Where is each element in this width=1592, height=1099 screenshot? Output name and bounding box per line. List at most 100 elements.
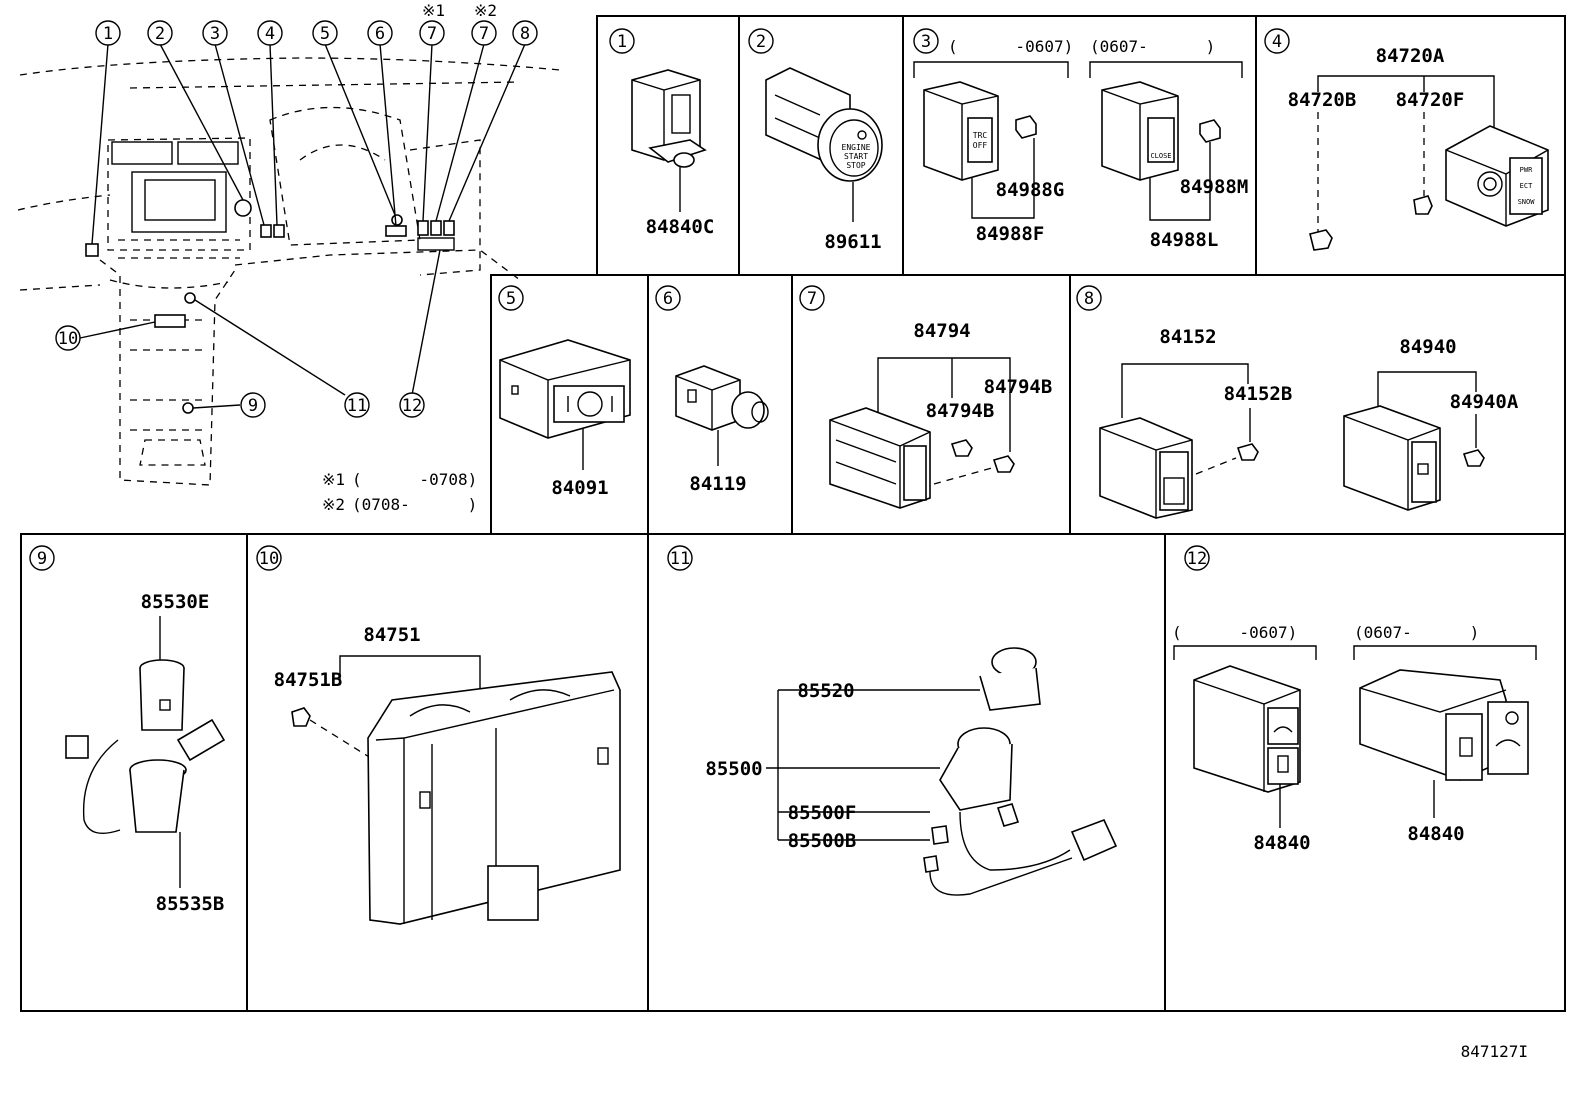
svg-text:89611: 89611	[824, 231, 881, 253]
switch-84940	[1343, 405, 1485, 511]
callout-8: 8	[512, 20, 538, 46]
callout-7a: 7	[419, 20, 445, 46]
svg-text:5: 5	[506, 289, 516, 309]
svg-text:10: 10	[58, 329, 78, 349]
panel-1: 1 84840C	[609, 28, 714, 238]
note2-text: (0708- )	[352, 495, 477, 514]
svg-text:TRC: TRC	[973, 131, 988, 140]
mode-switch: PWR ECT SNOW	[1445, 125, 1549, 227]
cigarette-lighter	[923, 647, 1118, 896]
svg-text:1: 1	[617, 32, 627, 52]
svg-text:84840: 84840	[1407, 823, 1464, 845]
svg-text:84119: 84119	[689, 473, 746, 495]
panel-5: 5 84091	[498, 285, 631, 499]
svg-text:85500: 85500	[705, 758, 762, 780]
svg-text:11: 11	[347, 396, 367, 416]
svg-text:84988G: 84988G	[996, 179, 1065, 201]
panel-4: 4 84720A 84720B 84720F PWR ECT SNOW	[1264, 28, 1549, 251]
svg-text:85535B: 85535B	[156, 893, 225, 915]
svg-text:84751B: 84751B	[274, 669, 343, 691]
trc-off-switch: TRC OFF	[923, 81, 1037, 181]
svg-text:84794B: 84794B	[984, 376, 1053, 398]
callout-5: 5	[312, 20, 338, 46]
callout-6: 6	[367, 20, 393, 46]
push-start-switch-89611: ENGINE START STOP	[765, 67, 883, 182]
svg-text:84720B: 84720B	[1288, 89, 1357, 111]
note-mark-2: ※2	[474, 1, 497, 20]
svg-text:( -0607): ( -0607)	[1172, 623, 1297, 642]
panel-3: 3 ( -0607) (0607- ) TRC OFF CLOSE 84988G…	[913, 28, 1248, 251]
close-switch: CLOSE	[1101, 81, 1221, 181]
svg-text:ENGINE: ENGINE	[842, 143, 871, 152]
svg-text:7: 7	[427, 24, 437, 44]
svg-text:4: 4	[265, 24, 275, 44]
callout-9: 9	[240, 392, 266, 418]
callout-10: 10	[55, 325, 81, 351]
svg-text:84794: 84794	[913, 320, 970, 342]
panel-10: 10 84751 84751B	[256, 545, 621, 925]
svg-text:12: 12	[1187, 549, 1207, 569]
svg-text:9: 9	[37, 549, 47, 569]
panel-9: 9 85530E 85535B	[29, 545, 226, 915]
callout-1: 1	[95, 20, 121, 46]
control-panel-84751	[367, 671, 621, 925]
switch-84840C	[631, 69, 707, 168]
svg-text:CLOSE: CLOSE	[1150, 152, 1171, 160]
svg-text:3: 3	[210, 24, 220, 44]
svg-text:(0607- ): (0607- )	[1090, 37, 1215, 56]
panel-6: 6 84119	[655, 285, 769, 495]
wiper-switch	[829, 407, 1015, 509]
knob-switch-84119	[675, 365, 769, 431]
svg-text:84940: 84940	[1399, 336, 1456, 358]
svg-text:5: 5	[320, 24, 330, 44]
svg-text:84720F: 84720F	[1396, 89, 1465, 111]
note-mark-1: ※1	[422, 1, 445, 20]
svg-text:84091: 84091	[551, 477, 608, 499]
note2-mark: ※2	[322, 495, 345, 514]
svg-text:PWR: PWR	[1520, 166, 1533, 174]
svg-text:(0607- ): (0607- )	[1354, 623, 1479, 642]
callout-4: 4	[257, 20, 283, 46]
svg-text:( -0607): ( -0607)	[948, 37, 1073, 56]
trunk-fuel-switch-b	[1359, 669, 1529, 781]
svg-text:84720A: 84720A	[1376, 45, 1445, 67]
note1-text: ( -0708)	[352, 470, 477, 489]
svg-text:84988F: 84988F	[976, 223, 1045, 245]
svg-text:2: 2	[756, 32, 766, 52]
svg-text:8: 8	[1084, 289, 1094, 309]
panel-2: 2 ENGINE START STOP 89611	[748, 28, 883, 253]
svg-text:84940A: 84940A	[1450, 391, 1519, 413]
svg-text:11: 11	[670, 549, 690, 569]
svg-text:85500B: 85500B	[788, 830, 857, 852]
drawing-code: 847127I	[1461, 1042, 1528, 1061]
svg-text:9: 9	[248, 396, 258, 416]
svg-text:10: 10	[259, 549, 279, 569]
svg-text:84840: 84840	[1253, 832, 1310, 854]
svg-text:ECT: ECT	[1520, 182, 1533, 190]
svg-text:84988L: 84988L	[1150, 229, 1219, 251]
overview-dashboard	[17, 43, 561, 486]
callout-12: 12	[399, 392, 425, 418]
svg-text:84152B: 84152B	[1224, 383, 1293, 405]
svg-text:4: 4	[1272, 32, 1282, 52]
svg-text:84751: 84751	[363, 624, 420, 646]
svg-text:6: 6	[663, 289, 673, 309]
trunk-fuel-switch-a	[1193, 665, 1301, 793]
svg-text:7: 7	[479, 24, 489, 44]
dimmer-switch-84091	[499, 339, 631, 439]
svg-text:1: 1	[103, 24, 113, 44]
callout-7b: 7	[471, 20, 497, 46]
svg-text:84794B: 84794B	[926, 400, 995, 422]
panel-12: 12 ( -0607) (0607- ) 84840 84840	[1172, 545, 1537, 854]
svg-text:85500F: 85500F	[788, 802, 857, 824]
svg-text:6: 6	[375, 24, 385, 44]
panel-frames	[20, 15, 1566, 1012]
svg-text:8: 8	[520, 24, 530, 44]
svg-text:84152: 84152	[1159, 326, 1216, 348]
callout-11: 11	[344, 392, 370, 418]
note1-mark: ※1	[322, 470, 345, 489]
svg-text:3: 3	[921, 32, 931, 52]
svg-text:7: 7	[807, 289, 817, 309]
svg-text:12: 12	[402, 396, 422, 416]
